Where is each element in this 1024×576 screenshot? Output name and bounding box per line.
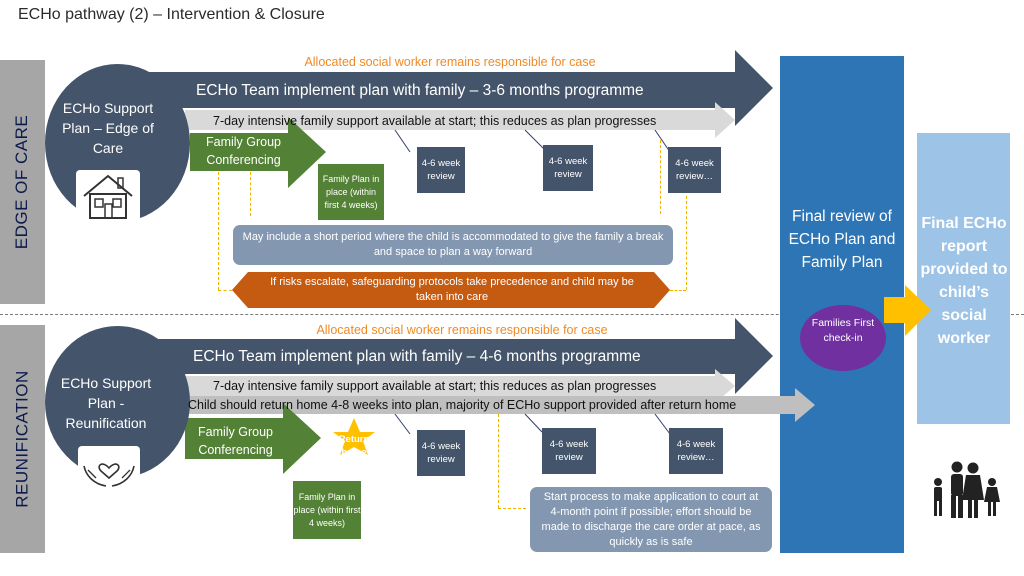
edge-support-text: ECHo Support Plan – Edge of Care	[62, 100, 154, 156]
families-first-text: Families First check-in	[811, 317, 875, 344]
reunif-family-plan: Family Plan in place (within first 4 wee…	[293, 481, 361, 539]
house-icon	[76, 170, 140, 222]
heart-hands-icon	[78, 446, 140, 492]
edge-fgc-arrow	[190, 117, 326, 188]
yellow-arrow-icon	[884, 285, 931, 336]
edge-family-plan: Family Plan in place (within first 4 wee…	[318, 164, 384, 220]
reunif-team-arrow	[110, 318, 773, 394]
final-report-text: Final ECHo report provided to child’s so…	[920, 215, 1008, 347]
edge-of-care-band: EDGE OF CARE	[0, 60, 45, 304]
reunif-review-1: 4-6 week review	[417, 430, 465, 476]
edge-risks-arrow	[232, 272, 670, 308]
reunif-return-arrow	[180, 388, 815, 422]
return-home-label: Return home	[338, 434, 370, 458]
final-review-text: Final review of ECHo Plan and Family Pla…	[788, 208, 896, 271]
reunif-dash-1	[498, 414, 499, 508]
edge-review-1: 4-6 week review	[417, 147, 465, 193]
edge-support-arrow	[185, 102, 735, 138]
page-title: ECHo pathway (2) – Intervention & Closur…	[18, 6, 325, 23]
reunification-band: REUNIFICATION	[0, 325, 45, 553]
reunif-support-arrow	[180, 369, 735, 403]
edge-fgc-text: Family Group Conferencing	[205, 135, 282, 167]
edge-dash-1	[250, 172, 251, 216]
edge-dash-2	[218, 172, 219, 290]
final-report-column	[917, 133, 1010, 424]
family-icon	[926, 460, 1004, 520]
edge-review-2: 4-6 week review	[543, 145, 593, 191]
edge-team-arrow	[110, 50, 773, 126]
edge-accommodated-box: May include a short period where the chi…	[233, 225, 673, 265]
reunif-review-3: 4-6 week review…	[669, 428, 723, 474]
reunif-fgc-text: Family Group Conferencing	[197, 425, 274, 457]
edge-risks-text: If risks escalate, safeguarding protocol…	[270, 276, 634, 303]
reunif-review-2: 4-6 week review	[542, 428, 596, 474]
reunif-team-banner: ECHo Team implement plan with family – 4…	[193, 348, 641, 365]
reunif-return-bar-text: Child should return home 4-8 weeks into …	[188, 398, 737, 412]
edge-dash-4	[660, 140, 661, 214]
edge-dash-3	[218, 290, 232, 291]
edge-allocated-text: Allocated social worker remains responsi…	[304, 55, 596, 69]
reunif-fgc-arrow	[185, 403, 321, 474]
reunif-court-box: Start process to make application to cou…	[530, 487, 772, 552]
reunif-dash-2	[498, 508, 526, 509]
edge-dash-5	[686, 196, 687, 290]
star-icon	[333, 418, 375, 455]
reunif-support-bar-text: 7-day intensive family support available…	[213, 379, 657, 393]
edge-review-3: 4-6 week review…	[668, 147, 721, 193]
reunif-support-text: ECHo Support Plan - Reunification	[60, 375, 152, 431]
section-divider	[0, 314, 1024, 315]
families-first-circle	[800, 305, 886, 371]
final-review-column	[780, 56, 904, 553]
edge-dash-6	[670, 290, 686, 291]
reunif-allocated-text: Allocated social worker remains responsi…	[316, 323, 608, 337]
edge-team-banner: ECHo Team implement plan with family – 3…	[196, 82, 644, 99]
edge-support-bar-text: 7-day intensive family support available…	[213, 114, 657, 128]
